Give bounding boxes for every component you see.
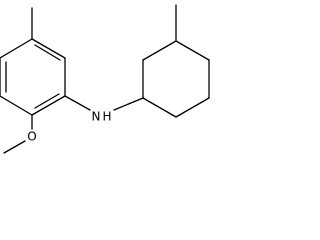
nitrogen-hydrogen-label: H: [102, 110, 111, 124]
cyclohexane-ring: [142, 40, 210, 118]
bond-ring-6: [142, 97, 177, 118]
double-bond-inner-2: [34, 93, 60, 109]
bond-aromatic-1: [31, 38, 66, 59]
double-bond-inner-1: [34, 44, 61, 61]
molecule-structure-diagram: O N H: [0, 4, 210, 154]
amine-group: N H: [64, 95, 144, 124]
oxygen-atom-label: O: [27, 130, 36, 144]
methoxy-group: O: [3, 114, 37, 154]
bond-ring-3: [175, 40, 210, 61]
bond-oxygen-methyl: [3, 140, 26, 154]
nitrogen-atom-label: N: [92, 110, 101, 124]
bond-nitrogen-cyclohexyl: [113, 97, 144, 111]
bond-aromatic-4: [0, 95, 33, 116]
bond-aryl-nitrogen: [64, 95, 91, 111]
bond-aromatic-3: [31, 95, 66, 116]
benzene-ring: [0, 38, 66, 116]
bond-aromatic-6: [0, 38, 33, 59]
bond-ring-5: [175, 97, 210, 118]
bond-ring-2: [142, 40, 177, 61]
